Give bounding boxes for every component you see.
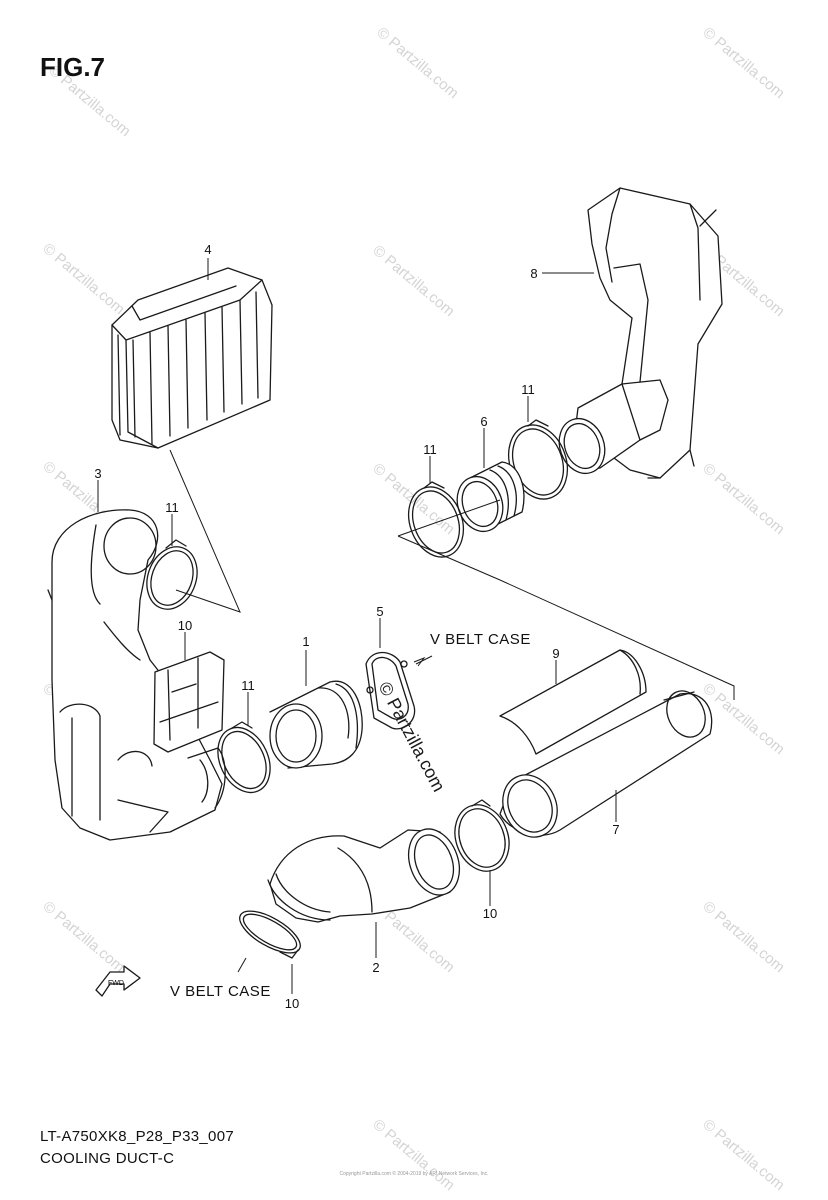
watermark: © Partzilla.com	[699, 1116, 787, 1194]
callout-number: 11	[521, 382, 535, 397]
callout-number: 11	[165, 500, 179, 515]
section-name: COOLING DUCT-C	[40, 1150, 175, 1167]
callout-number: 10	[483, 906, 497, 921]
watermark: © Partzilla.com	[369, 1116, 457, 1194]
part-5-gasket	[365, 651, 416, 730]
watermark: © Partzilla.com	[373, 24, 461, 102]
watermark: © Partzilla.com	[699, 680, 787, 758]
callout-number: 11	[423, 442, 437, 457]
part-11-clamp-upper-left	[146, 539, 198, 610]
part-10-filter-pad	[153, 651, 225, 753]
leader-lines	[97, 258, 735, 994]
callout-layer: 1 2 3 4 5 6 7 8 9 10 10 10 11 11 11 11	[94, 242, 619, 1011]
part-4-airbox-cover	[111, 267, 273, 449]
part-3-duct-housing	[47, 509, 226, 841]
callout-number: 3	[94, 466, 101, 481]
part-11-clamp-lower-left	[217, 721, 271, 794]
fwd-marker-label: FWD	[108, 980, 124, 987]
figure-label: FIG.7	[40, 52, 106, 82]
note-v-belt-case-upper: V BELT CASE	[430, 631, 531, 648]
callout-number: 8	[530, 266, 537, 281]
callout-number: 2	[372, 960, 379, 975]
part-10-clamp-right	[454, 799, 510, 872]
part-6-coupling	[456, 461, 525, 533]
watermark-layer: © Partzilla.com © Partzilla.com © Partzi…	[39, 24, 787, 1194]
copyright-fine: Copyright Partzilla.com © 2004-2019 by A…	[339, 1171, 489, 1177]
watermark: © Partzilla.com	[39, 898, 127, 976]
arrow-icon	[413, 656, 426, 667]
callout-number: 7	[612, 822, 619, 837]
part-2-elbow-duct	[267, 828, 461, 923]
part-9-shell	[499, 649, 647, 755]
center-watermark: © Partzilla.com	[374, 678, 449, 794]
fwd-arrow-icon	[95, 965, 141, 997]
callout-number: 4	[204, 242, 211, 257]
note-v-belt-case-lower: V BELT CASE	[170, 983, 271, 1000]
callout-number: 10	[178, 618, 192, 633]
part-8-outlet	[558, 383, 641, 475]
watermark: © Partzilla.com	[369, 242, 457, 320]
callout-number: 6	[480, 414, 487, 429]
callout-number: 11	[241, 678, 255, 693]
watermark: © Partzilla.com	[699, 898, 787, 976]
model-code: LT-A750XK8_P28_P33_007	[40, 1128, 234, 1145]
callout-number: 5	[376, 604, 383, 619]
part-7-tube	[499, 690, 713, 838]
callout-number: 10	[285, 996, 299, 1011]
watermark: © Partzilla.com	[699, 24, 787, 102]
callout-number: 1	[302, 634, 309, 649]
callout-number: 9	[552, 646, 559, 661]
part-10-clamp-lower	[239, 910, 301, 959]
watermark: © Partzilla.com	[39, 240, 127, 318]
part-1-coupling	[269, 680, 363, 769]
watermark: © Partzilla.com	[699, 460, 787, 538]
